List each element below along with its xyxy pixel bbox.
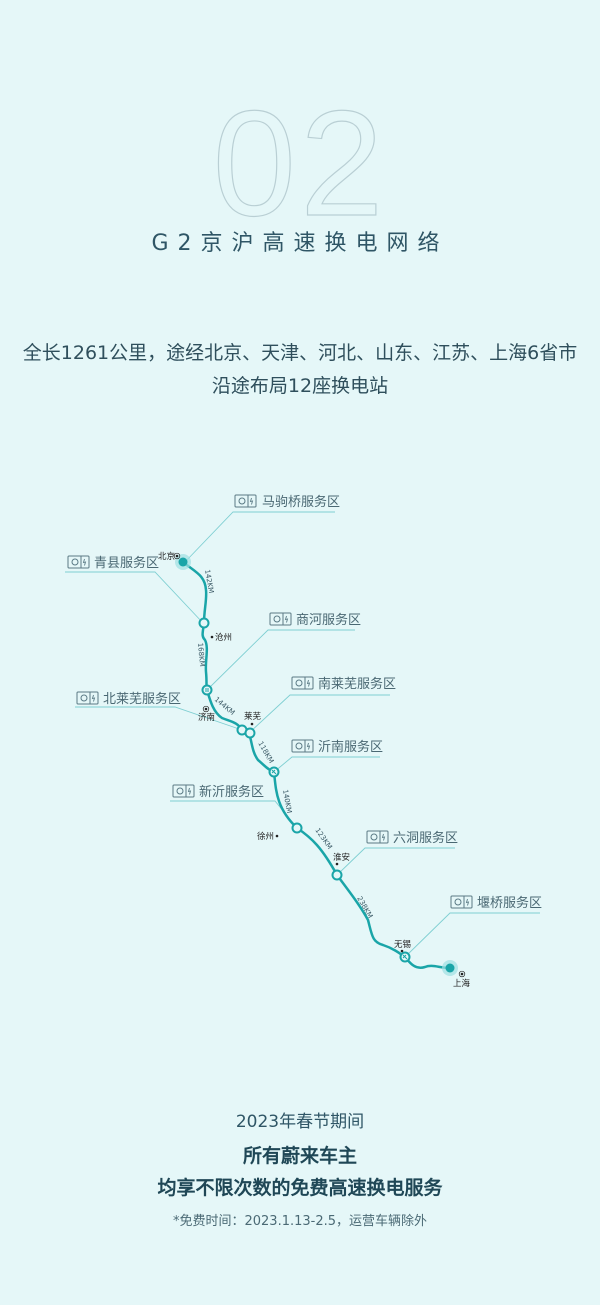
page-title: G2京沪高速换电网络 <box>151 231 449 256</box>
battery-swap-icon <box>450 895 473 909</box>
battery-swap-icon <box>269 612 292 626</box>
g2-route-line <box>181 560 452 970</box>
distance-label: 123KM <box>313 827 333 851</box>
svg-text:北莱芜服务区: 北莱芜服务区 <box>103 691 181 707</box>
battery-swap-icon <box>67 555 90 569</box>
svg-text:沂南服务区: 沂南服务区 <box>318 739 383 755</box>
station-label-nanlaiwu: 南莱芜服务区 <box>291 676 396 692</box>
battery-swap-icon <box>291 739 314 753</box>
station-label-xinyi: 新沂服务区 <box>172 784 264 800</box>
promo-note: *免费时间：2023.1.13-2.5，运营车辆除外 <box>172 1214 428 1229</box>
station-label-yinan: 沂南服务区 <box>291 739 383 755</box>
svg-text:南莱芜服务区: 南莱芜服务区 <box>318 676 396 692</box>
city-label-jinan: 济南 <box>198 712 215 723</box>
section-number: 02 <box>212 79 388 247</box>
shanghai-endpoint <box>445 963 455 973</box>
distance-label: 168KM <box>196 642 206 667</box>
battery-swap-icon <box>366 830 389 844</box>
station-label-qingxian: 青县服务区 <box>67 555 159 571</box>
beijing-endpoint <box>178 557 188 567</box>
city-label-shanghai: 上海 <box>453 978 471 989</box>
station-label-shanghe: 商河服务区 <box>269 612 361 628</box>
route-map: 北京 沧州 济南 莱芜 徐州 淮安 无锡 上海 142KM 168KM 144K… <box>65 494 542 989</box>
svg-text:六洞服务区: 六洞服务区 <box>393 830 458 846</box>
route-description: 全长1261公里，途经北京、天津、河北、山东、江苏、上海6省市 沿途布局12座换… <box>0 337 600 403</box>
station-node-liudong <box>331 869 343 881</box>
battery-swap-icon <box>291 676 314 690</box>
city-label-laiwu: 莱芜 <box>244 711 262 722</box>
city-label-beijing: 北京 <box>158 551 175 562</box>
station-node-qingxian <box>198 617 210 629</box>
description-line-2: 沿途布局12座换电站 <box>211 375 389 397</box>
city-label-wuxi: 无锡 <box>394 940 412 950</box>
battery-swap-icon <box>172 784 195 798</box>
svg-text:新沂服务区: 新沂服务区 <box>199 784 264 800</box>
leader-lines <box>65 511 540 958</box>
city-label-xuzhou: 徐州 <box>257 831 274 842</box>
station-label-liudong: 六洞服务区 <box>366 830 458 846</box>
description-line-1: 全长1261公里，途经北京、天津、河北、山东、江苏、上海6省市 <box>22 342 578 364</box>
battery-swap-icon <box>234 494 257 508</box>
station-node-xinyi <box>291 822 303 834</box>
battery-swap-icon <box>76 691 99 705</box>
promo-audience: 所有蔚来车主 <box>242 1145 357 1167</box>
city-label-cangzhou: 沧州 <box>215 632 232 643</box>
svg-text:堰桥服务区: 堰桥服务区 <box>477 895 542 911</box>
station-label-yanqiao: 堰桥服务区 <box>450 895 542 911</box>
station-label-majuqiao: 马驹桥服务区 <box>234 494 340 510</box>
station-label-beilaiwu: 北莱芜服务区 <box>76 691 181 707</box>
station-node-shanghe <box>201 684 213 696</box>
svg-text:商河服务区: 商河服务区 <box>296 612 361 628</box>
city-label-huaian: 淮安 <box>333 852 350 863</box>
promo-offer: 均享不限次数的免费高速换电服务 <box>157 1177 443 1199</box>
promo-period: 2023年春节期间 <box>235 1112 365 1132</box>
station-node-nanlaiwu <box>244 727 256 739</box>
svg-text:马驹桥服务区: 马驹桥服务区 <box>262 494 340 510</box>
svg-text:青县服务区: 青县服务区 <box>94 555 159 571</box>
